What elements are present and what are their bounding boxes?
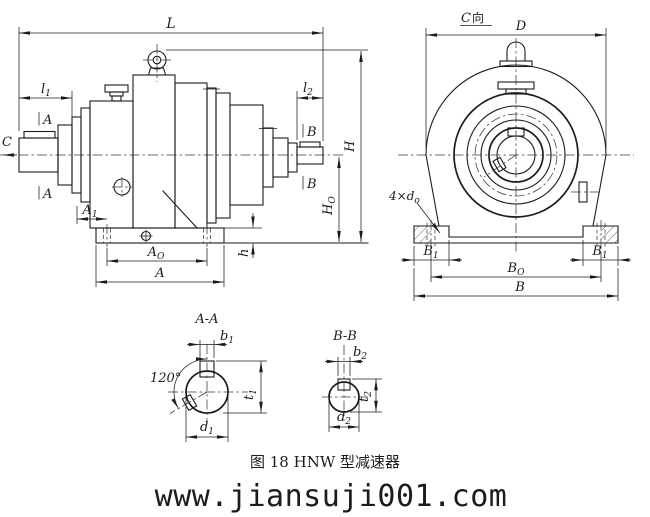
dim-b1-label: b1 [220, 329, 234, 346]
dim-A1-label: A1 [81, 203, 97, 220]
dim-L: L [18, 16, 324, 141]
holes-label: 4×do [388, 189, 420, 206]
front-view: C 向 D 4×do B1 [388, 10, 634, 301]
dim-b2-label: b2 [353, 345, 367, 362]
dim-d2-label: d2 [337, 410, 351, 427]
dim-D-label: D [515, 19, 527, 34]
dim-t1: t1 [216, 360, 267, 414]
dim-B1-left: B1 [401, 240, 462, 266]
side-plug [571, 181, 601, 203]
dim-D: D [425, 19, 607, 148]
dim-H0: HO [321, 157, 341, 242]
dim-d2: d2 [328, 399, 360, 432]
holes-callout: 4×do [388, 189, 441, 234]
dim-A: A [95, 245, 225, 287]
dim-H: H [343, 51, 363, 242]
dim-B0: BO [430, 252, 602, 282]
dim-H0-label: HO [321, 196, 338, 216]
section-BB: B-B b2 t2 d2 [322, 329, 382, 432]
bore-key-120 [492, 156, 507, 173]
dim-h: h [224, 213, 262, 258]
dim-t2-label: t2 [357, 391, 374, 402]
angle-label: 120° [150, 371, 181, 386]
view-label-C: C 向 [460, 10, 492, 26]
dim-l1: l1 [19, 82, 73, 121]
dim-l2-label: l2 [303, 81, 313, 98]
svg-text:A: A [42, 113, 52, 128]
input-shaft-key [23, 130, 56, 139]
right-foot-hatch [600, 226, 618, 243]
dim-b2: b2 [325, 345, 367, 376]
eye-bolt [143, 44, 171, 82]
dim-d1: d1 [185, 394, 229, 442]
section-marker-B-upper: B [302, 124, 317, 140]
section-BB-title: B-B [332, 329, 357, 344]
dim-B1-left-label: B1 [422, 244, 438, 261]
dim-b1: b1 [187, 329, 234, 358]
side-view-body [18, 74, 324, 229]
dim-A-label: A [154, 266, 164, 281]
output-shaft [296, 146, 324, 165]
angle-arc [171, 357, 208, 409]
dim-B0-label: BO [507, 261, 526, 278]
dim-A0: AO [106, 245, 208, 266]
svg-text:向: 向 [472, 10, 484, 25]
dim-B: B [413, 268, 619, 301]
section-marker-A-lower: A [38, 186, 52, 202]
oil-fill-plug [104, 84, 129, 102]
base-plate [95, 224, 225, 247]
svg-text:B: B [306, 125, 317, 140]
svg-text:C: C [461, 11, 471, 26]
dim-t2: t2 [350, 378, 382, 413]
side-view: C L l1 l2 A A B [0, 16, 369, 287]
dim-l2: l2 [296, 81, 323, 140]
dim-L-label: L [165, 16, 175, 32]
dim-A1: A1 [76, 203, 107, 224]
oil-level-gauge [112, 177, 132, 197]
dim-d1-label: d1 [200, 420, 214, 437]
view-direction-label: C [2, 135, 12, 150]
section-marker-B-lower: B [302, 176, 317, 192]
dim-B-label: B [514, 280, 525, 295]
svg-text:B: B [306, 177, 317, 192]
section-AA: A-A 120° b1 t1 d1 [150, 312, 267, 442]
dim-H-label: H [343, 140, 358, 153]
dim-B1-right-label: B1 [591, 244, 607, 261]
dim-l1-label: l1 [41, 82, 51, 99]
section-AA-title: A-A [194, 312, 218, 327]
dim-t1-label: t1 [242, 389, 259, 400]
dim-A0-label: AO [147, 245, 165, 262]
watermark-url: www.jiansuji001.com [155, 479, 508, 514]
left-foot-hatch [414, 226, 432, 243]
figure-caption: 图 18 HNW 型减速器 [250, 453, 400, 471]
section-marker-A-upper: A [38, 112, 52, 128]
drain-slope-line [162, 190, 198, 229]
output-shaft-key [299, 141, 321, 148]
dim-h-label: h [237, 249, 252, 257]
dim-B1-right: B1 [570, 240, 631, 266]
svg-text:A: A [42, 187, 52, 202]
